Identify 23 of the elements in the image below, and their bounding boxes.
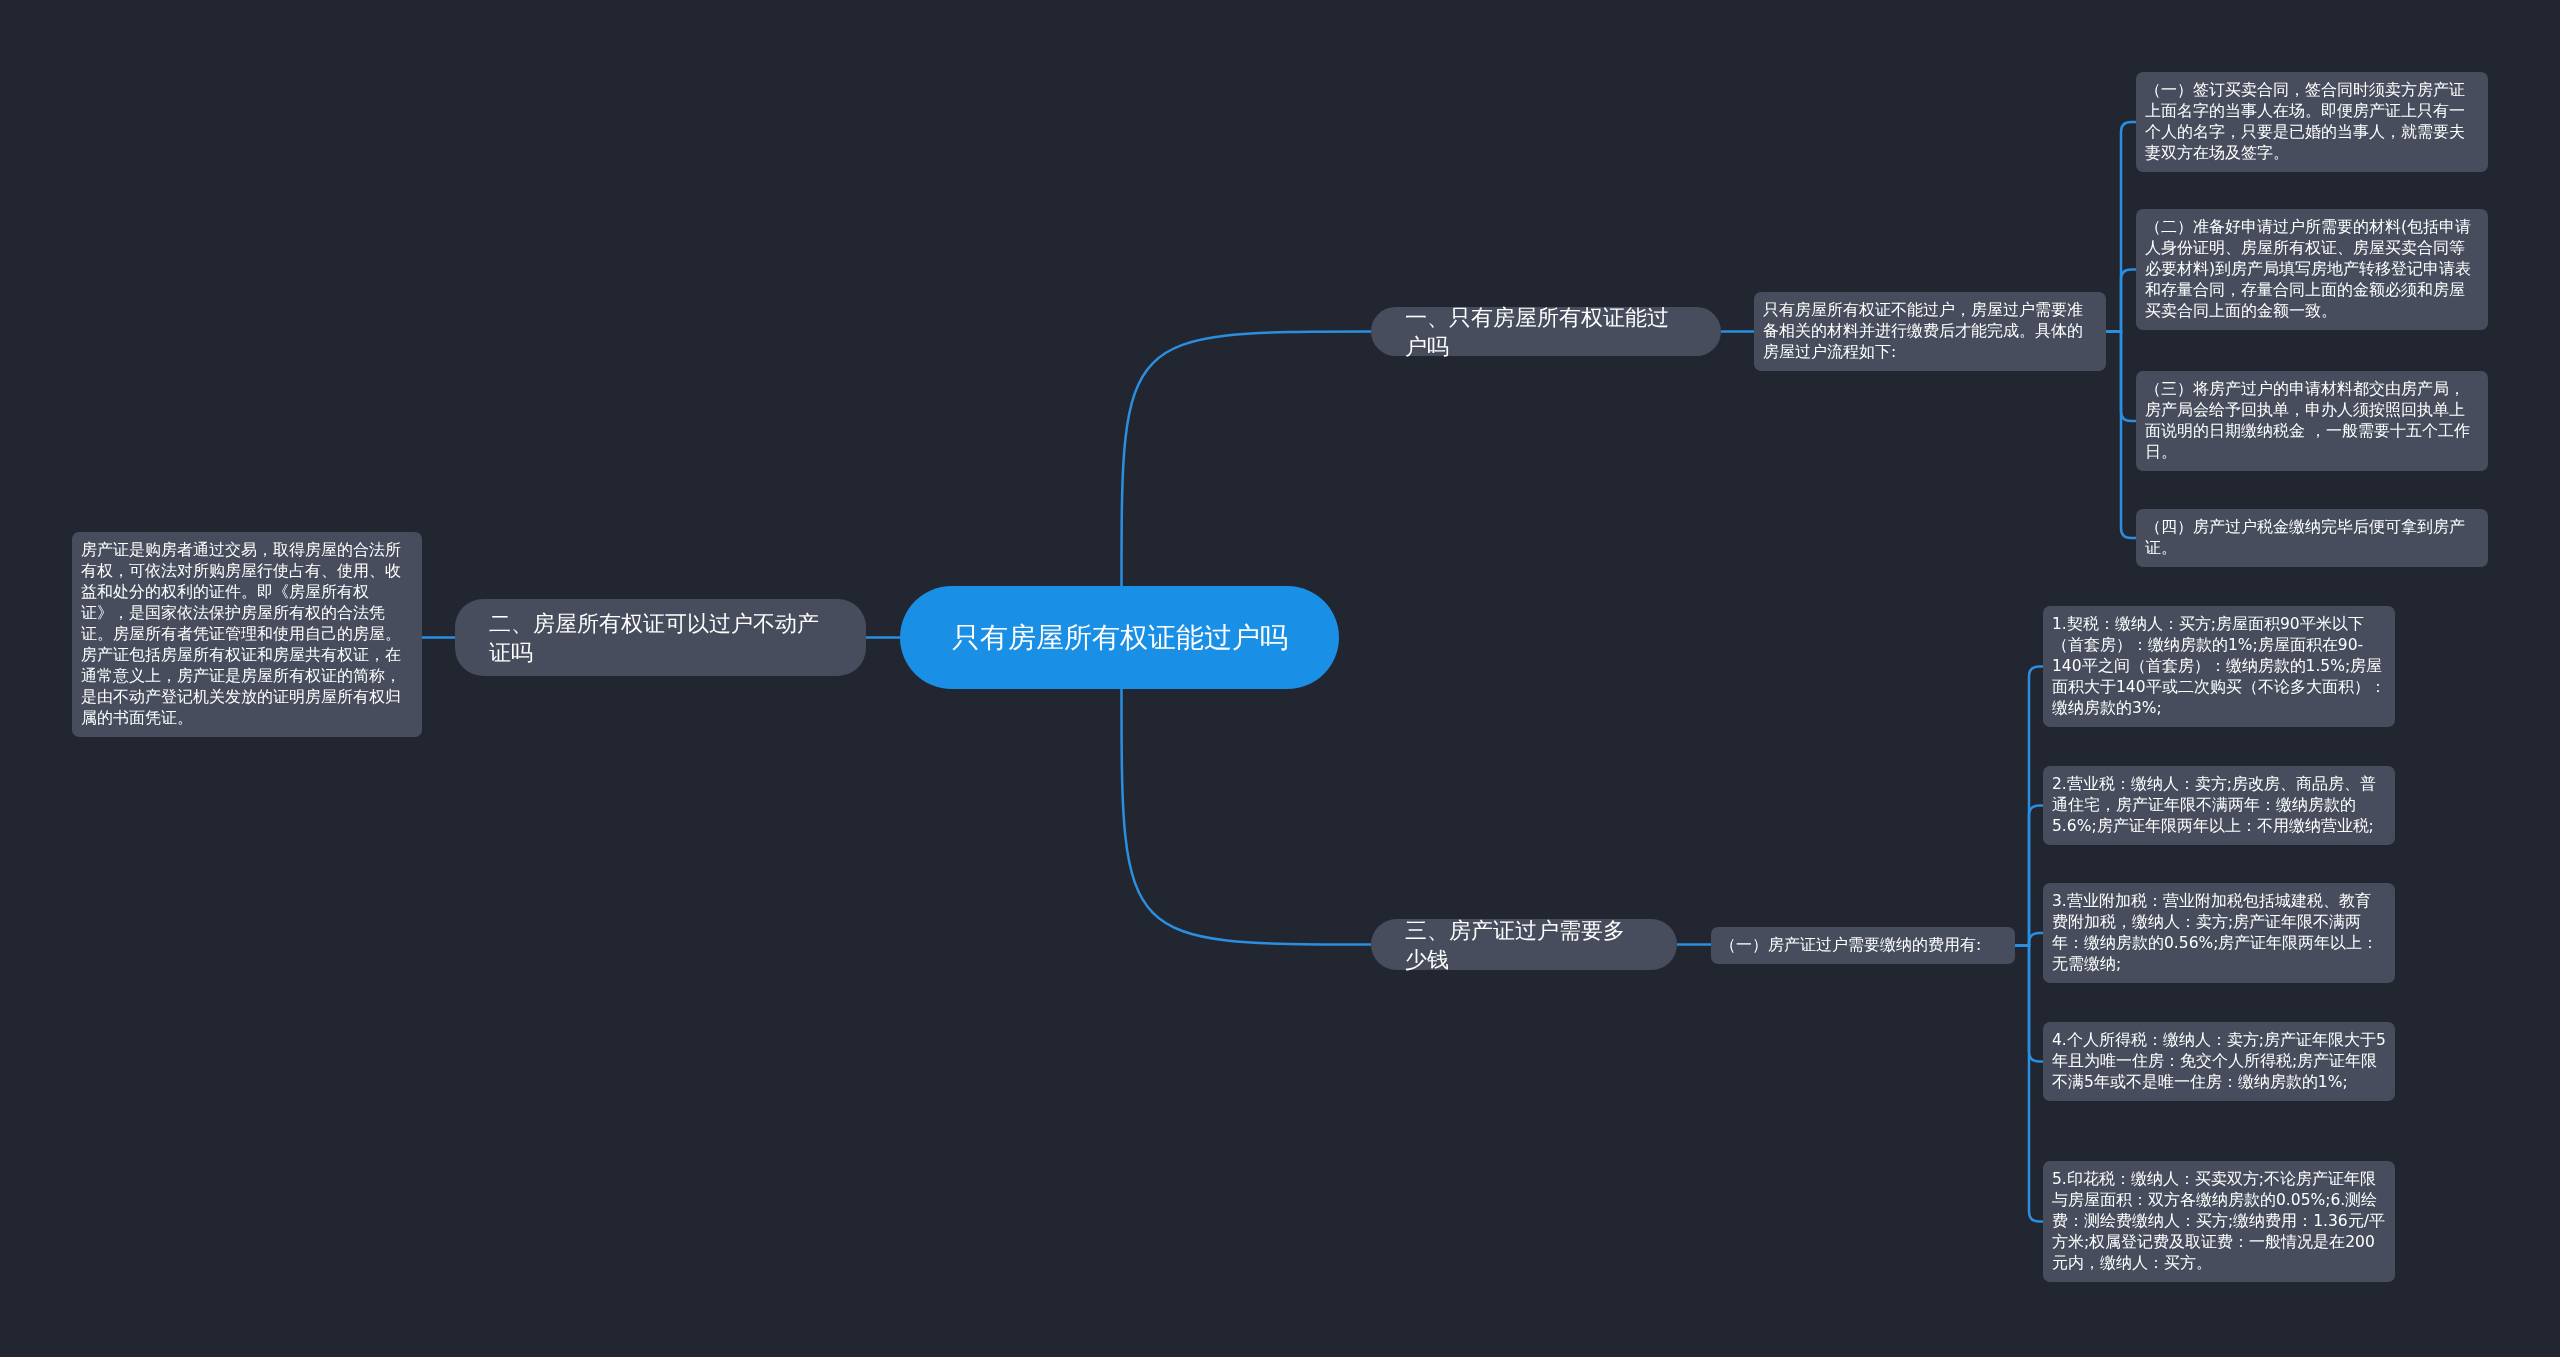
note-box: 4.个人所得税：缴纳人：卖方;房产证年限大于5年且为唯一住房：免交个人所得税;房产证年限不满5年或不是唯一住房：缴纳房款的1%; — [2043, 1022, 2395, 1101]
central-topic: 只有房屋所有权证能过户吗 — [900, 586, 1339, 689]
note-box: （一）房产证过户需要缴纳的费用有: — [1711, 927, 2015, 964]
note-box: 1.契税：缴纳人：买方;房屋面积90平米以下（首套房）：缴纳房款的1%;房屋面积在90-140平之间（首套房）：缴纳房款的1.5%;房屋面积大于140平或二次购买（不论多大面积）：缴纳房款的3%; — [2043, 606, 2395, 727]
note-box: （四）房产过户税金缴纳完毕后便可拿到房产证。 — [2136, 509, 2488, 567]
connector — [1721, 330, 1754, 333]
note-box: （二）准备好申请过户所需要的材料(包括申请人身份证明、房屋所有权证、房屋买卖合同等必要材料)到房产局填写房地产转移登记申请表和存量合同，存量合同上面的金额必须和房屋买卖合同上面的金额一致。 — [2136, 209, 2488, 330]
connector — [2015, 944, 2043, 1223]
connector — [1120, 689, 1371, 946]
note-box: 3.营业附加税：营业附加税包括城建税、教育费附加税，缴纳人：卖方;房产证年限不满两年：缴纳房款的0.56%;房产证年限两年以上：无需缴纳; — [2043, 883, 2395, 983]
topic-pill: 三、房产证过户需要多少钱 — [1371, 919, 1677, 970]
connector — [422, 636, 455, 639]
note-box: 5.印花税：缴纳人：买卖双方;不论房产证年限与房屋面积：双方各缴纳房款的0.05%;6.测绘费：测绘费缴纳人：买方;缴纳费用：1.36元/平方米;权属登记费及取证费：一般情况是在200元内，缴纳人：买方。 — [2043, 1161, 2395, 1282]
note-box: 只有房屋所有权证不能过户，房屋过户需要准备相关的材料并进行缴费后才能完成。具体的房屋过户流程如下: — [1754, 292, 2106, 371]
note-box: 2.营业税：缴纳人：卖方;房改房、商品房、普通住宅，房产证年限不满两年：缴纳房款的5.6%;房产证年限两年以上：不用缴纳营业税; — [2043, 766, 2395, 845]
connector — [866, 636, 900, 639]
note-box: （三）将房产过户的申请材料都交由房产局，房产局会给予回执单，申办人须按照回执单上面说明的日期缴纳税金 ，一般需要十五个工作日。 — [2136, 371, 2488, 471]
connector — [1120, 330, 1371, 586]
note-box: （一）签订买卖合同，签合同时须卖方房产证上面名字的当事人在场。即便房产证上只有一个人的名字，只要是已婚的当事人，就需要夫妻双方在场及签字。 — [2136, 72, 2488, 172]
note-box: 房产证是购房者通过交易，取得房屋的合法所有权，可依法对所购房屋行使占有、使用、收益和处分的权利的证件。即《房屋所有权证》，是国家依法保护房屋所有权的合法凭证。房屋所有者凭证管理和使用自己的房屋。房产证包括房屋所有权证和房屋共有权证，在通常意义上，房产证是房屋所有权证的简称，是由不动产登记机关发放的证明房屋所有权归属的书面凭证。 — [72, 532, 422, 737]
connector — [1677, 943, 1711, 946]
topic-pill: 二、房屋所有权证可以过户不动产证吗 — [455, 599, 866, 676]
topic-pill: 一、只有房屋所有权证能过户吗 — [1371, 307, 1721, 356]
